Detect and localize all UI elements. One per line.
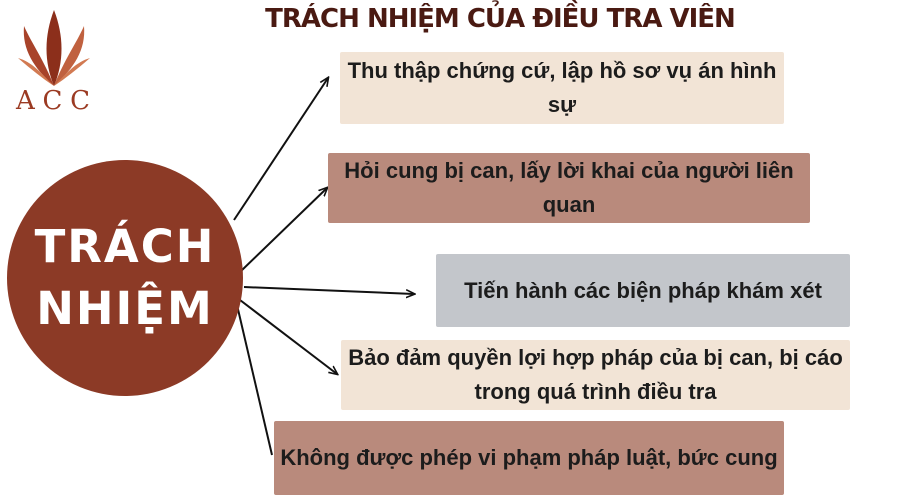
logo-letter: C xyxy=(70,86,90,116)
line-5 xyxy=(236,304,273,456)
hub-circle: TRÁCH NHIỆM xyxy=(7,160,243,396)
responsibility-box-5: Không được phép vi phạm pháp luật, bức c… xyxy=(274,421,784,495)
flame-leaf-logo-icon xyxy=(18,10,90,86)
responsibility-label: Hỏi cung bị can, lấy lời khai của người … xyxy=(344,158,794,217)
arrow-3 xyxy=(243,286,414,294)
logo-letter: C xyxy=(42,86,63,116)
arrow-2 xyxy=(239,188,327,273)
responsibility-box-1: Thu thập chứng cứ, lập hồ sơ vụ án hình … xyxy=(340,52,784,124)
logo: A C C xyxy=(14,6,94,116)
logo-text: A C C xyxy=(16,86,90,116)
responsibility-label: Thu thập chứng cứ, lập hồ sơ vụ án hình … xyxy=(347,58,777,117)
responsibility-box-3: Tiến hành các biện pháp khám xét xyxy=(436,254,850,327)
page-title: TRÁCH NHIỆM CỦA ĐIỀU TRA VIÊN xyxy=(265,4,736,34)
responsibility-label: Bảo đảm quyền lợi hợp pháp của bị can, b… xyxy=(348,345,843,404)
arrow-1 xyxy=(233,78,328,221)
responsibility-label: Tiến hành các biện pháp khám xét xyxy=(464,277,822,303)
responsibility-box-2: Hỏi cung bị can, lấy lời khai của người … xyxy=(328,153,810,223)
arrow-4 xyxy=(239,299,337,374)
responsibility-box-4: Bảo đảm quyền lợi hợp pháp của bị can, b… xyxy=(341,340,850,410)
logo-letter: A xyxy=(16,86,35,116)
responsibility-label: Không được phép vi phạm pháp luật, bức c… xyxy=(280,445,778,470)
